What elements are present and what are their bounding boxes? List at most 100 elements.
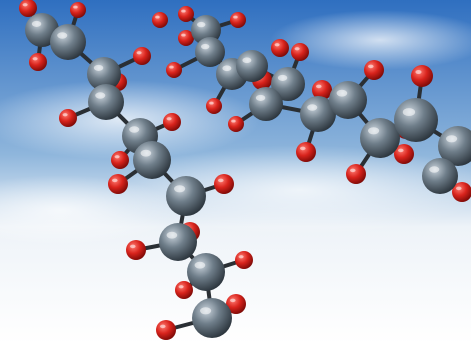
- oxygen-atom-20: [178, 30, 194, 46]
- carbon-atom-2: [87, 57, 121, 91]
- carbon-atom-7-highlight: [166, 231, 178, 239]
- carbon-atom-20-highlight: [446, 135, 458, 143]
- oxygen-atom-5: [59, 109, 77, 127]
- oxygen-atom-26: [312, 80, 332, 100]
- carbon-atom-2-highlight: [93, 64, 104, 71]
- carbon-atom-18-highlight: [368, 127, 380, 135]
- carbon-atom-19: [394, 98, 438, 142]
- oxygen-atom-2-highlight: [73, 5, 78, 9]
- oxygen-atom-21-highlight: [209, 101, 214, 105]
- oxygen-atom-33: [452, 182, 471, 202]
- oxygen-atom-17: [178, 6, 194, 22]
- oxygen-atom-8-highlight: [112, 178, 118, 183]
- carbon-atom-0-highlight: [31, 20, 42, 27]
- oxygen-atom-8: [108, 174, 128, 194]
- carbon-atom-8: [187, 253, 225, 291]
- oxygen-atom-12: [235, 251, 253, 269]
- oxygen-atom-25: [291, 43, 309, 61]
- carbon-atom-14-highlight: [277, 74, 288, 81]
- oxygen-atom-14: [226, 294, 246, 314]
- oxygen-atom-18: [230, 12, 246, 28]
- oxygen-atom-33-highlight: [456, 186, 462, 191]
- carbon-atom-5-highlight: [140, 149, 152, 157]
- oxygen-atom-5-highlight: [62, 113, 68, 117]
- carbon-atom-1: [50, 24, 86, 60]
- oxygen-atom-3-highlight: [136, 51, 142, 55]
- oxygen-atom-28-highlight: [368, 64, 374, 69]
- oxygen-atom-14-highlight: [230, 298, 236, 303]
- oxygen-atom-12-highlight: [238, 255, 244, 259]
- carbon-atom-16: [300, 96, 336, 132]
- carbon-atom-17: [329, 81, 367, 119]
- carbon-atom-6-highlight: [174, 185, 186, 193]
- carbon-atom-11-highlight: [201, 43, 210, 50]
- oxygen-atom-20-highlight: [181, 33, 186, 37]
- oxygen-atom-32: [411, 65, 433, 87]
- oxygen-atom-16: [152, 12, 168, 28]
- carbon-atom-14: [271, 67, 305, 101]
- oxygen-atom-19-highlight: [169, 65, 174, 69]
- oxygen-atom-28: [364, 60, 384, 80]
- oxygen-atom-32-highlight: [415, 70, 422, 75]
- oxygen-atom-9: [214, 174, 234, 194]
- oxygen-atom-18-highlight: [233, 15, 238, 19]
- carbon-atom-4-highlight: [129, 126, 140, 133]
- oxygen-atom-0-highlight: [22, 3, 28, 7]
- molecule-atoms: [19, 0, 471, 340]
- carbon-atom-7: [159, 223, 197, 261]
- oxygen-atom-6: [111, 151, 129, 169]
- oxygen-atom-3: [133, 47, 151, 65]
- carbon-atom-13-highlight: [242, 57, 252, 64]
- oxygen-atom-10-highlight: [130, 244, 136, 249]
- oxygen-atom-21: [206, 98, 222, 114]
- carbon-atom-1-highlight: [57, 32, 68, 39]
- carbon-atom-13: [236, 50, 268, 82]
- oxygen-atom-27: [296, 142, 316, 162]
- clouds: [0, 10, 471, 245]
- oxygen-atom-22-highlight: [231, 119, 236, 123]
- oxygen-atom-1-highlight: [32, 57, 38, 61]
- carbon-atom-10-highlight: [197, 21, 206, 28]
- oxygen-atom-26-highlight: [316, 84, 322, 89]
- oxygen-atom-27-highlight: [300, 146, 306, 151]
- oxygen-atom-15: [156, 320, 176, 340]
- oxygen-atom-10: [126, 240, 146, 260]
- carbon-atom-9: [192, 298, 232, 338]
- oxygen-atom-25-highlight: [294, 47, 300, 51]
- oxygen-atom-7-highlight: [166, 117, 172, 121]
- oxygen-atom-24-highlight: [274, 43, 280, 47]
- carbon-atom-21: [422, 158, 458, 194]
- carbon-atom-15: [249, 87, 283, 121]
- carbon-atom-11: [195, 37, 225, 67]
- oxygen-atom-22: [228, 116, 244, 132]
- carbon-atom-19-highlight: [402, 108, 416, 117]
- carbon-atom-3: [88, 84, 124, 120]
- carbon-atom-5: [133, 141, 171, 179]
- oxygen-atom-6-highlight: [114, 155, 120, 159]
- oxygen-atom-16-highlight: [155, 15, 160, 19]
- oxygen-atom-13-highlight: [178, 285, 184, 289]
- oxygen-atom-17-highlight: [181, 9, 186, 13]
- oxygen-atom-31: [346, 164, 366, 184]
- oxygen-atom-31-highlight: [350, 168, 356, 173]
- carbon-atom-3-highlight: [95, 92, 106, 99]
- oxygen-atom-7: [163, 113, 181, 131]
- oxygen-atom-2: [70, 2, 86, 18]
- carbon-atom-20: [438, 126, 471, 166]
- carbon-atom-6: [166, 176, 206, 216]
- oxygen-atom-15-highlight: [160, 324, 166, 329]
- oxygen-atom-9-highlight: [218, 178, 224, 183]
- oxygen-atom-24: [271, 39, 289, 57]
- carbon-atom-8-highlight: [194, 261, 206, 269]
- carbon-atom-21-highlight: [429, 166, 440, 173]
- carbon-atom-15-highlight: [255, 94, 266, 101]
- carbon-atom-16-highlight: [307, 104, 318, 111]
- carbon-atom-18: [360, 118, 400, 158]
- oxygen-atom-19: [166, 62, 182, 78]
- carbon-atom-17-highlight: [336, 89, 348, 97]
- carbon-atom-12-highlight: [222, 65, 232, 72]
- oxygen-atom-30-highlight: [398, 148, 404, 153]
- carbon-atom-9-highlight: [200, 307, 212, 315]
